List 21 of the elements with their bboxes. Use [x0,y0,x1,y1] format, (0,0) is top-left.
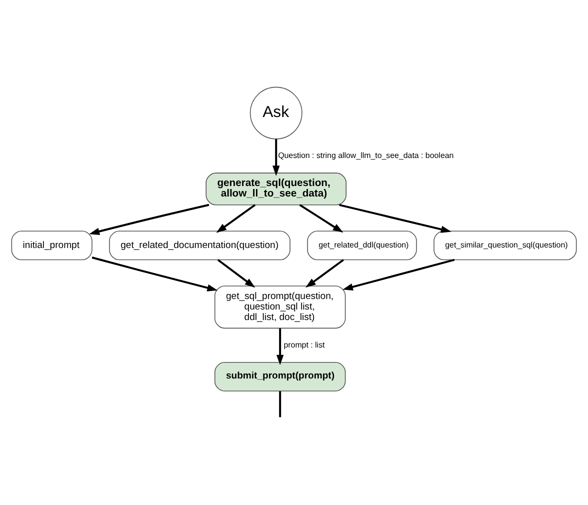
arrow [306,259,344,288]
node-box: generate_sql(question, allow_ll_to_see_data) [206,172,346,206]
node-box: initial_prompt [11,230,92,260]
node-box: get_sql_prompt(question, question_sql list, ddl_list, doc_list) [214,286,346,329]
arrow [216,204,256,233]
edge-label: prompt : list [284,340,325,350]
node-box: get_related_documentation(question) [109,230,290,260]
node-box: get_similar_question_sql(question) [434,230,577,260]
arrow [276,328,284,366]
arrow [89,204,210,235]
arrow [272,139,280,176]
node-box: submit_prompt(prompt) [214,362,346,392]
arrow [342,258,455,290]
connector [279,391,282,418]
arrow [217,259,256,288]
arrow [339,204,452,233]
arrow [92,256,218,292]
node-box: get_related_ddl(question) [307,230,417,260]
edge-label: Question : string allow_llm_to_see_data : boolean [278,150,454,160]
arrow [299,204,344,233]
node-circle: Ask [250,86,302,140]
